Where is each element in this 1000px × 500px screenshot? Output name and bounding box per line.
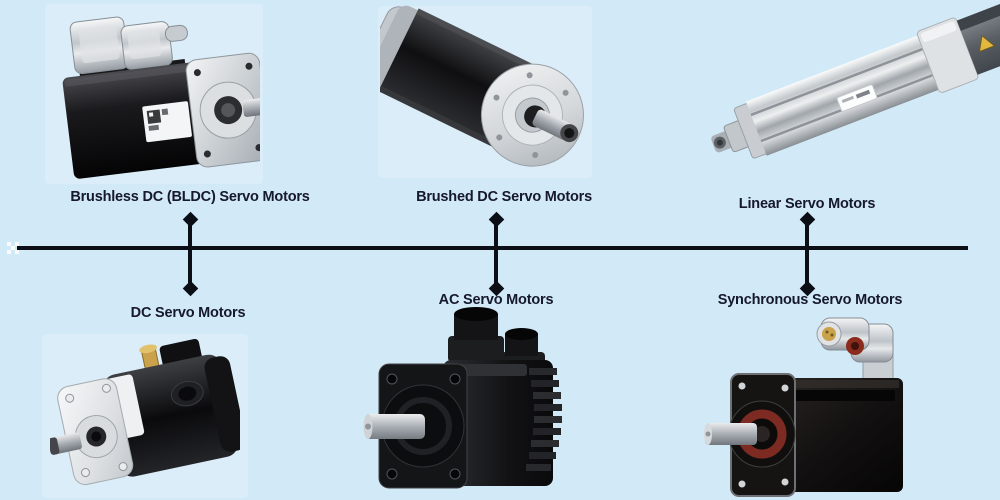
label-ac-servo-motors: AC Servo Motors (438, 292, 554, 308)
label-dc-servo-motors: DC Servo Motors (130, 305, 246, 321)
bldc-servo-motor-illustration (62, 16, 271, 179)
branch-connector-linear-synchronous (805, 216, 809, 292)
synchronous-servo-motor-image (695, 310, 920, 500)
label-synchronous-servo-motors: Synchronous Servo Motors (717, 292, 903, 308)
ac-servo-motor-image (363, 306, 573, 498)
synchronous-servo-motor-illustration (704, 317, 903, 497)
brushed-dc-servo-motor-image (361, 5, 590, 180)
transparency-artifact (7, 242, 19, 254)
bldc-servo-motor-image (50, 5, 271, 185)
ac-servo-motor-illustration (363, 307, 562, 489)
linear-servo-motor-illustration (711, 0, 1000, 159)
label-brushless-dc-servo-motors: Brushless DC (BLDC) Servo Motors (70, 189, 310, 205)
dc-servo-motor-image (48, 335, 247, 500)
label-brushed-dc-servo-motors: Brushed DC Servo Motors (416, 189, 592, 205)
branch-connector-bldc-dc (188, 216, 192, 292)
label-linear-servo-motors: Linear Servo Motors (738, 196, 876, 212)
linear-servo-motor-image (710, 0, 1000, 175)
diagram-trunk-line (17, 246, 968, 250)
brushed-dc-servo-motor-illustration (361, 5, 584, 167)
dc-servo-motor-illustration (48, 338, 247, 486)
branch-connector-brushed-ac (494, 216, 498, 292)
